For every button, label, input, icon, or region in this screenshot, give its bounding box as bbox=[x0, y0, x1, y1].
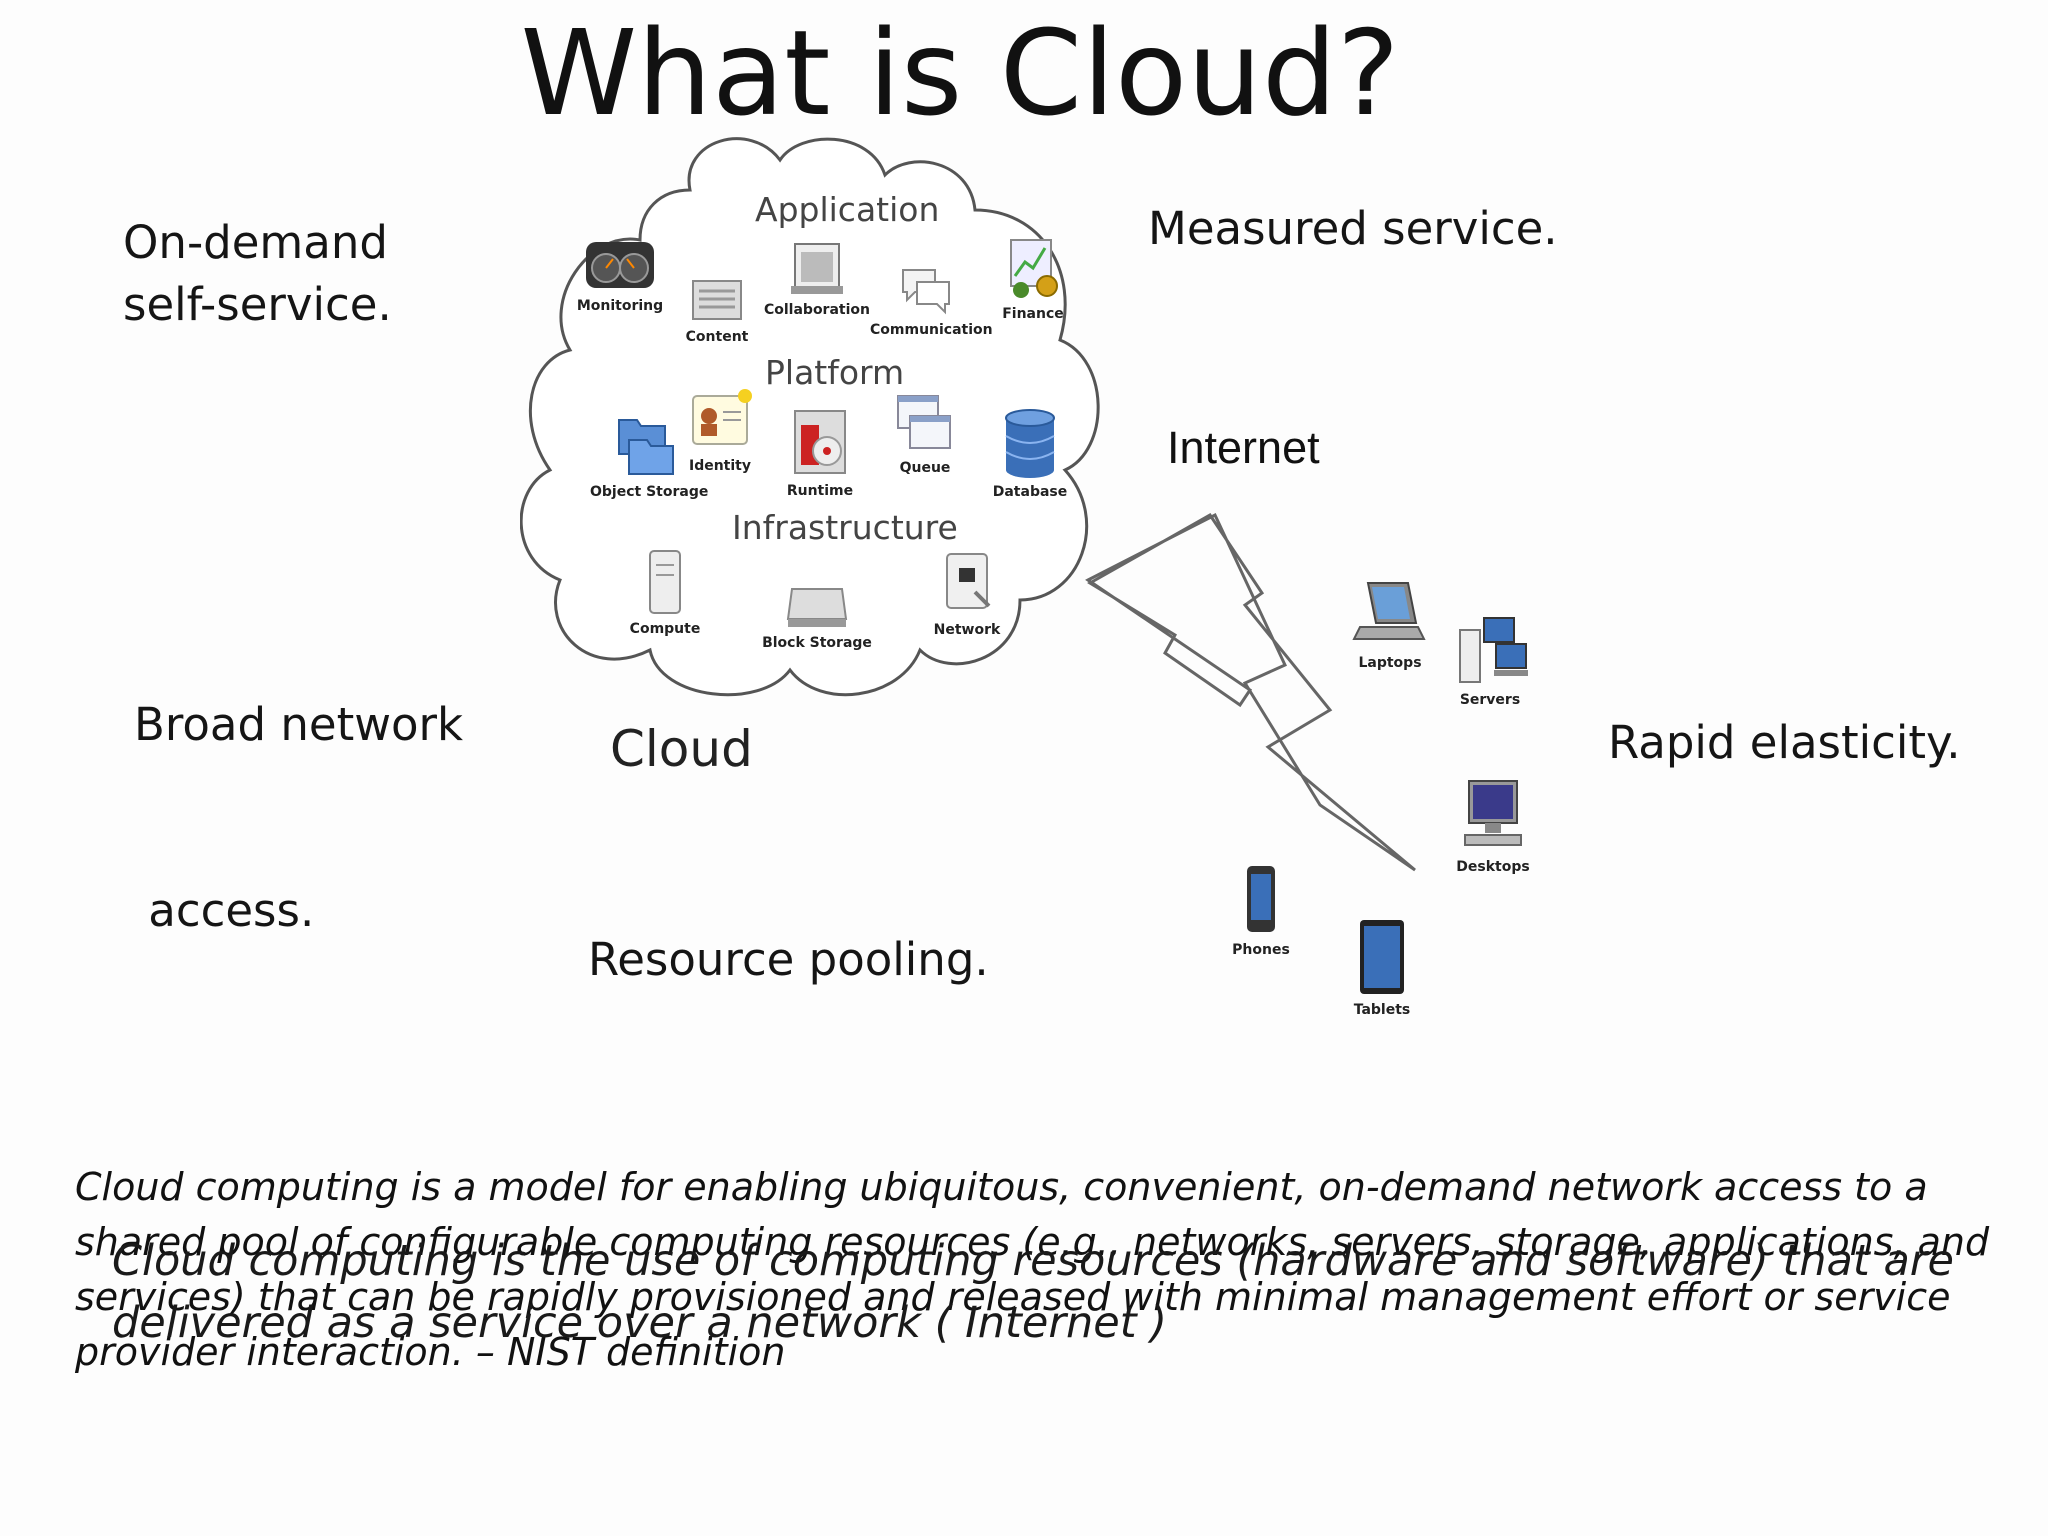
characteristic-on-demand: On-demand self-service. bbox=[123, 212, 392, 336]
cloud-definition-line: delivered as a service over a network ( … bbox=[112, 1298, 1168, 1348]
laptops-icon-group: Laptops bbox=[1335, 575, 1445, 671]
layer-label-application: Application bbox=[755, 190, 940, 229]
characteristic-line: access. bbox=[134, 884, 315, 937]
characteristic-line: Broad network bbox=[134, 698, 464, 751]
identity-icon-group: Identity bbox=[665, 388, 775, 474]
characteristic-resource-pooling: Resource pooling. bbox=[588, 933, 989, 986]
cloud-definition-overlay: Cloud computing is the use of computing … bbox=[112, 1230, 1992, 1354]
cloud-label: Cloud bbox=[610, 720, 753, 778]
slide-title: What is Cloud? bbox=[520, 4, 1400, 142]
layer-label-platform: Platform bbox=[765, 353, 905, 392]
cloud-definition-line: Cloud computing is the use of computing … bbox=[112, 1236, 1954, 1286]
servers-icon-group: Servers bbox=[1435, 612, 1545, 708]
monitoring-icon bbox=[586, 242, 654, 288]
collaboration-icon-group: Collaboration bbox=[762, 240, 872, 318]
characteristic-line: self-service. bbox=[123, 278, 392, 331]
block-storage-icon-group: Block Storage bbox=[762, 575, 872, 651]
nist-definition: Cloud computing is a model for enabling … bbox=[75, 1160, 1990, 1380]
icon-label: Phones bbox=[1232, 942, 1290, 958]
icon-label: Finance bbox=[1002, 306, 1064, 322]
network-icon-group: Network bbox=[912, 548, 1022, 638]
internet-label: Internet bbox=[1167, 422, 1320, 473]
queue-icon bbox=[897, 395, 951, 449]
characteristic-broad-network: Broad network access. bbox=[134, 570, 463, 1004]
block-storage-icon bbox=[786, 588, 848, 627]
compute-icon bbox=[649, 550, 681, 614]
runtime-icon bbox=[794, 410, 846, 474]
nist-definition-line: Cloud computing is a model for enabling … bbox=[75, 1165, 1928, 1209]
finance-icon bbox=[1010, 239, 1058, 298]
desktops-icon-group: Desktops bbox=[1438, 775, 1548, 875]
communication-icon bbox=[902, 269, 950, 315]
object-storage-icon-group: Object Storage bbox=[590, 410, 709, 500]
collaboration-icon bbox=[791, 243, 843, 294]
characteristic-measured-service: Measured service. bbox=[1148, 202, 1558, 255]
network-icon bbox=[946, 553, 991, 609]
icon-label: Block Storage bbox=[762, 635, 872, 651]
icon-label: Monitoring bbox=[576, 298, 664, 314]
phones-icon-group: Phones bbox=[1206, 862, 1316, 958]
finance-icon-group: Finance bbox=[978, 236, 1088, 322]
icon-label: Runtime bbox=[786, 483, 854, 499]
tablets-icon-group: Tablets bbox=[1327, 918, 1437, 1018]
desktop-icon bbox=[1464, 780, 1522, 846]
nist-definition-line: shared pool of configurable computing re… bbox=[75, 1220, 1990, 1264]
laptop-icon bbox=[1352, 582, 1426, 640]
monitoring-icon-group: Monitoring bbox=[565, 238, 675, 314]
nist-definition-line: services) that can be rapidly provisione… bbox=[75, 1275, 1951, 1319]
content-icon bbox=[692, 280, 742, 320]
identity-icon bbox=[692, 389, 752, 445]
communication-icon-group: Communication bbox=[870, 262, 993, 338]
icon-label: Compute bbox=[629, 621, 701, 637]
icon-label: Laptops bbox=[1358, 655, 1422, 671]
servers-icon bbox=[1459, 617, 1528, 683]
icon-label: Collaboration bbox=[763, 302, 870, 318]
database-icon-group: Database bbox=[975, 408, 1085, 500]
icon-label: Identity bbox=[688, 458, 751, 474]
icon-label: Network bbox=[933, 622, 1001, 638]
database-icon bbox=[1005, 409, 1055, 478]
content-icon-group: Content bbox=[662, 275, 772, 345]
characteristic-line: On-demand bbox=[123, 216, 388, 269]
icon-label: Object Storage bbox=[590, 484, 709, 500]
icon-label: Content bbox=[685, 329, 749, 345]
runtime-icon-group: Runtime bbox=[765, 405, 875, 499]
compute-icon-group: Compute bbox=[610, 545, 720, 637]
characteristic-rapid-elasticity: Rapid elasticity. bbox=[1608, 716, 1961, 769]
icon-label: Desktops bbox=[1456, 859, 1530, 875]
icon-label: Database bbox=[992, 484, 1068, 500]
nist-definition-line: provider interaction. – NIST definition bbox=[75, 1330, 786, 1374]
layer-label-infrastructure: Infrastructure bbox=[732, 508, 958, 547]
icon-label: Communication bbox=[870, 322, 993, 338]
phone-icon bbox=[1247, 866, 1275, 932]
icon-label: Servers bbox=[1459, 692, 1521, 708]
object-storage-icon bbox=[618, 419, 674, 475]
icon-label: Tablets bbox=[1353, 1002, 1411, 1018]
icon-label: Queue bbox=[899, 460, 951, 476]
queue-icon-group: Queue bbox=[870, 390, 980, 476]
internet-lightning-bolt bbox=[1085, 512, 1416, 872]
tablet-icon bbox=[1360, 920, 1404, 994]
